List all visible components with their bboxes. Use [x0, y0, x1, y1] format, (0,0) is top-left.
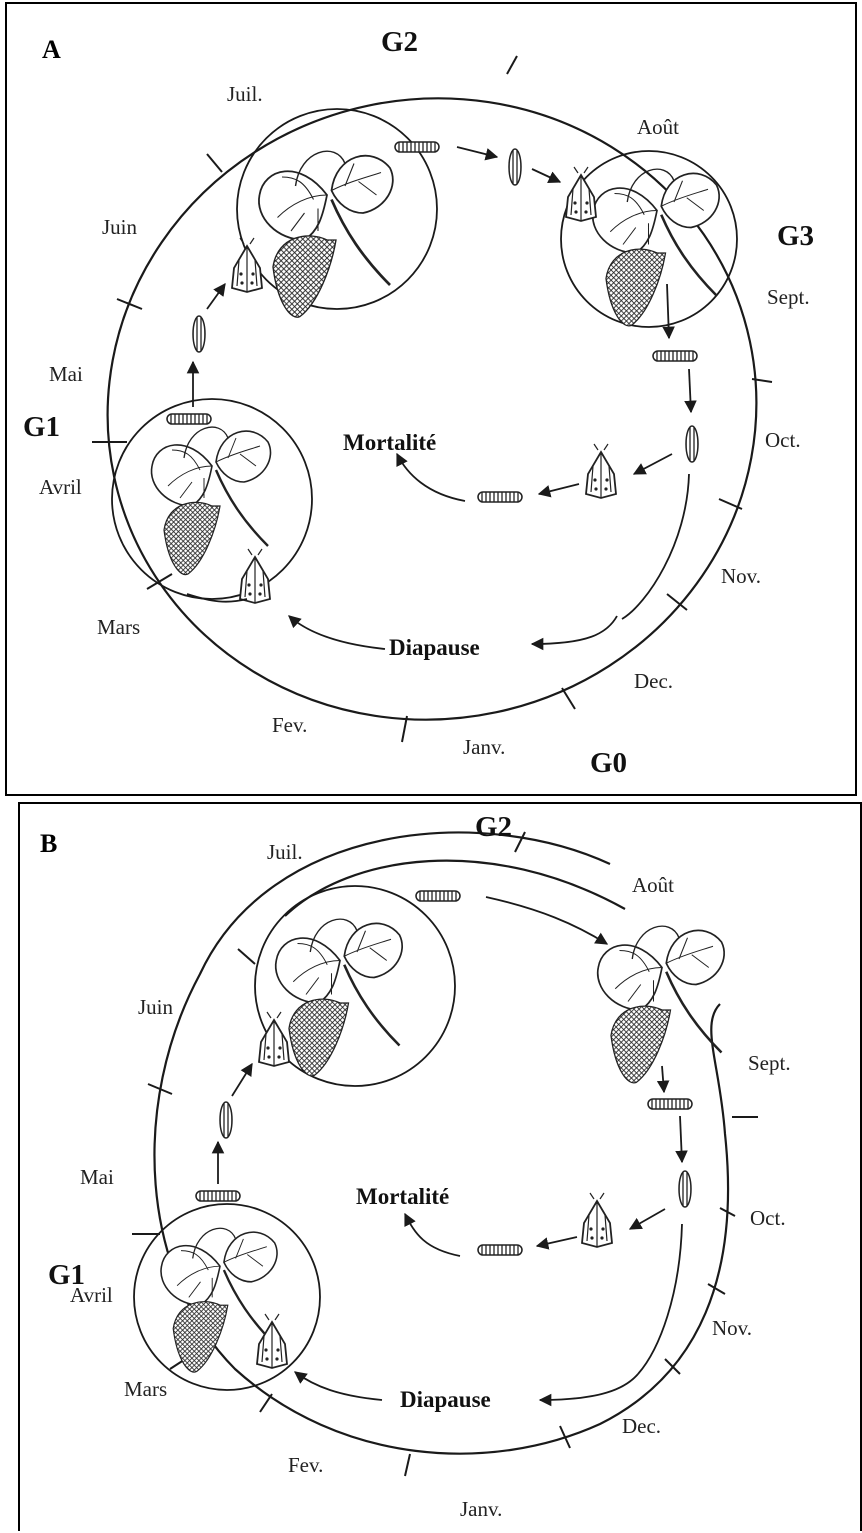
month-oct: Oct.: [750, 1206, 786, 1230]
month-aout: Août: [637, 115, 679, 139]
month-sept: Sept.: [748, 1051, 791, 1075]
month-janv: Janv.: [460, 1497, 502, 1521]
pupa-icon: [686, 426, 698, 462]
diapause-label: Diapause: [389, 635, 480, 660]
panel-a-letter: A: [42, 35, 61, 64]
larva-icon: [167, 414, 211, 424]
month-juil: Juil.: [227, 82, 263, 106]
month-fev: Fev.: [288, 1453, 323, 1477]
pupa-icon: [220, 1102, 232, 1138]
month-fev: Fev.: [272, 713, 307, 737]
larva-icon: [395, 142, 439, 152]
vine-g2-icon: [259, 151, 393, 317]
generation-g1-label: G1: [23, 411, 60, 443]
generation-g0-label: G0: [590, 747, 627, 779]
month-oct: Oct.: [765, 428, 801, 452]
larva-icon: [478, 492, 522, 502]
overwinter-path: [638, 1224, 682, 1374]
month-mars: Mars: [124, 1377, 167, 1401]
month-avril: Avril: [70, 1283, 113, 1307]
larva-icon: [653, 351, 697, 361]
larva-icon: [416, 891, 460, 901]
month-dec: Dec.: [634, 669, 673, 693]
generation-g2-label: G2: [475, 811, 512, 843]
vine-g1-icon: [151, 427, 270, 575]
month-janv: Janv.: [463, 735, 505, 759]
moth-icon: [566, 167, 596, 221]
moth-icon: [586, 444, 616, 498]
overwinter-path: [622, 474, 689, 619]
month-sept: Sept.: [767, 285, 810, 309]
vine-g2-icon: [276, 919, 402, 1076]
pupa-icon: [679, 1171, 691, 1207]
month-ticks: [132, 832, 758, 1476]
year-cycle-ring: [154, 833, 728, 1454]
moth-icon: [582, 1193, 612, 1247]
panel-b-diagram: B: [20, 804, 862, 1533]
panel-b: B: [18, 802, 862, 1531]
month-mai: Mai: [49, 362, 83, 386]
panel-a-diagram: A: [7, 4, 859, 798]
panel-b-letter: B: [40, 829, 57, 858]
panel-a: A: [5, 2, 857, 796]
vine-g3-icon: [593, 169, 719, 326]
month-juin: Juin: [102, 215, 138, 239]
month-avril: Avril: [39, 475, 82, 499]
pupa-icon: [193, 316, 205, 352]
moth-icon: [257, 1314, 287, 1368]
larva-icon: [196, 1191, 240, 1201]
larva-icon: [648, 1099, 692, 1109]
month-mars: Mars: [97, 615, 140, 639]
month-nov: Nov.: [712, 1316, 752, 1340]
generation-g3-label: G3: [777, 220, 814, 252]
moth-icon: [232, 238, 262, 292]
vine-late-icon: [598, 926, 724, 1083]
month-juil: Juil.: [267, 840, 303, 864]
mortalite-label: Mortalité: [343, 430, 436, 455]
month-juin: Juin: [138, 995, 174, 1019]
month-aout: Août: [632, 873, 674, 897]
month-mai: Mai: [80, 1165, 114, 1189]
larva-icon: [478, 1245, 522, 1255]
mortalite-label: Mortalité: [356, 1184, 449, 1209]
month-nov: Nov.: [721, 564, 761, 588]
month-dec: Dec.: [622, 1414, 661, 1438]
diapause-label: Diapause: [400, 1387, 491, 1412]
pupa-icon: [509, 149, 521, 185]
moth-icon: [259, 1012, 289, 1066]
g1-circle: [112, 399, 312, 599]
moth-icon: [240, 549, 270, 603]
generation-g2-label: G2: [381, 26, 418, 58]
